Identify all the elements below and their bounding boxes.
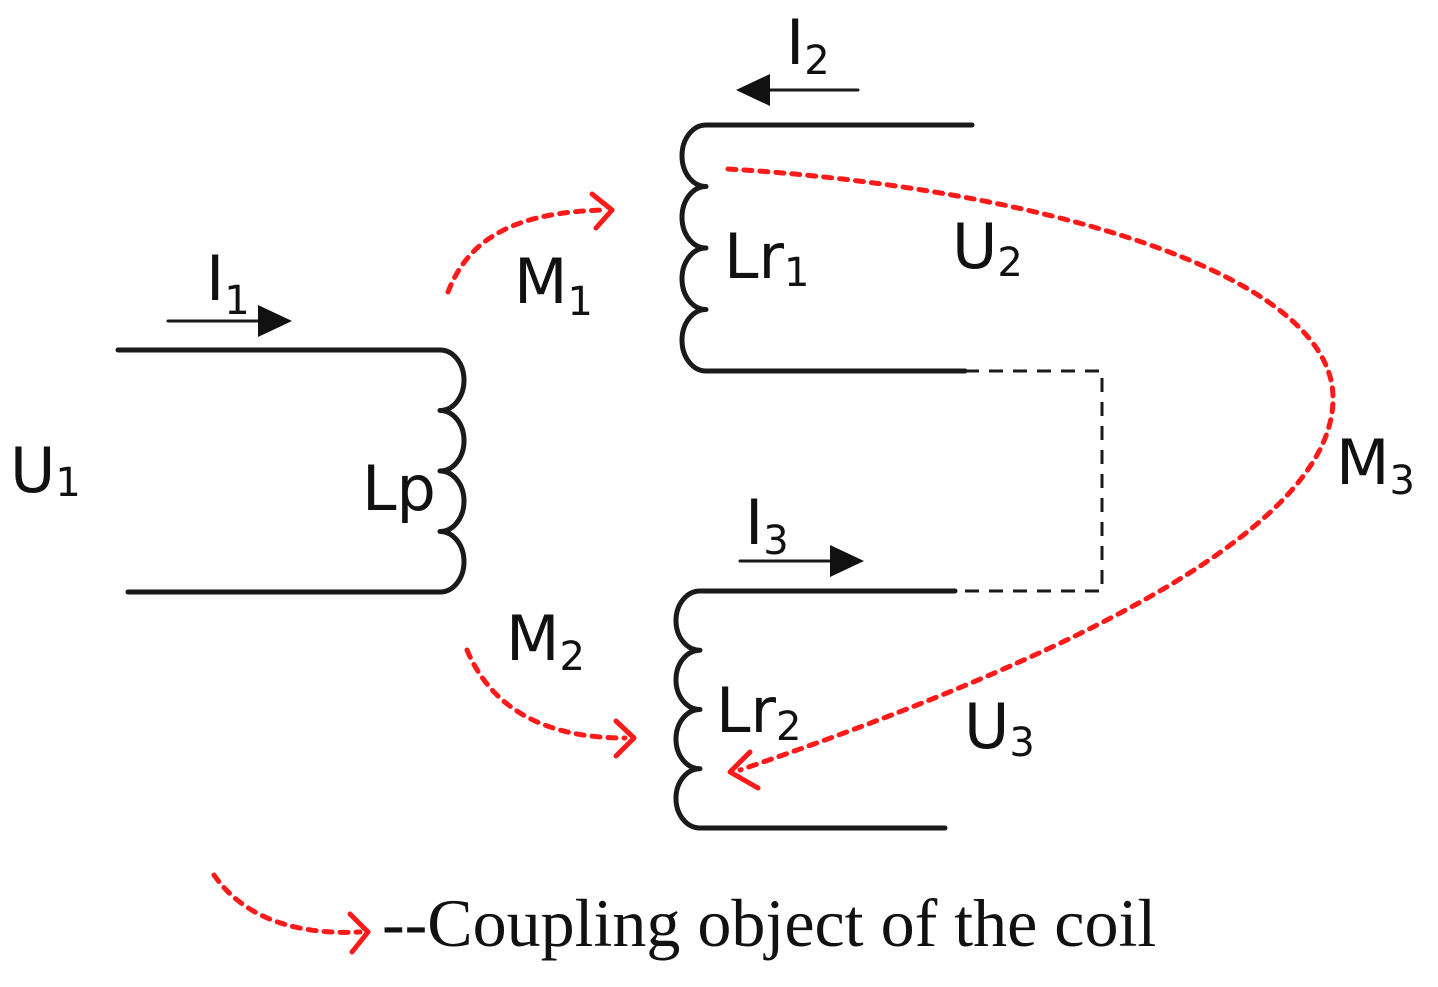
label-lr2: Lr2 bbox=[716, 674, 802, 750]
label-lp: Lp bbox=[362, 452, 436, 525]
legend-coupling-head bbox=[347, 911, 371, 955]
primary-coil bbox=[437, 347, 467, 595]
legend-text: --Coupling object of the coil bbox=[382, 885, 1156, 961]
current-arrow-i3-head bbox=[830, 545, 864, 577]
label-m3: M3 bbox=[1336, 426, 1415, 504]
coupling-m1-curve bbox=[445, 207, 608, 295]
legend: --Coupling object of the coil bbox=[211, 872, 1156, 961]
label-lr1: Lr1 bbox=[724, 220, 810, 296]
label-u2: U2 bbox=[952, 210, 1023, 286]
current-arrow-i1 bbox=[166, 305, 292, 337]
label-m2: M2 bbox=[506, 602, 585, 680]
primary-circuit bbox=[115, 347, 467, 595]
coupling-m1 bbox=[445, 191, 615, 295]
label-u3: U3 bbox=[964, 690, 1035, 766]
current-arrow-i1-head bbox=[258, 305, 292, 337]
receiver-2-coil bbox=[673, 588, 703, 831]
series-connection-dashed bbox=[955, 369, 1104, 593]
coupling-m2 bbox=[464, 647, 637, 759]
coupling-m2-curve bbox=[464, 647, 628, 741]
coupling-m3 bbox=[725, 166, 1336, 791]
current-arrow-i2-head bbox=[736, 74, 770, 106]
coupling-m1-head bbox=[589, 191, 615, 231]
label-m1: M1 bbox=[514, 245, 593, 325]
current-arrow-i3 bbox=[738, 545, 864, 577]
coupling-m3-head bbox=[727, 749, 761, 791]
receiver-1-circuit bbox=[679, 122, 975, 374]
receiver-1-coil bbox=[679, 122, 709, 374]
current-arrow-i2 bbox=[736, 74, 860, 106]
receiver-2-circuit bbox=[673, 588, 958, 831]
label-i3: I3 bbox=[745, 486, 789, 564]
label-u1: U1 bbox=[10, 434, 81, 507]
label-i1: I1 bbox=[206, 242, 250, 324]
coupling-m2-head bbox=[613, 718, 637, 759]
label-i2: I2 bbox=[786, 6, 830, 84]
coupling-m3-curve bbox=[725, 166, 1336, 773]
legend-coupling-curve bbox=[211, 872, 363, 935]
